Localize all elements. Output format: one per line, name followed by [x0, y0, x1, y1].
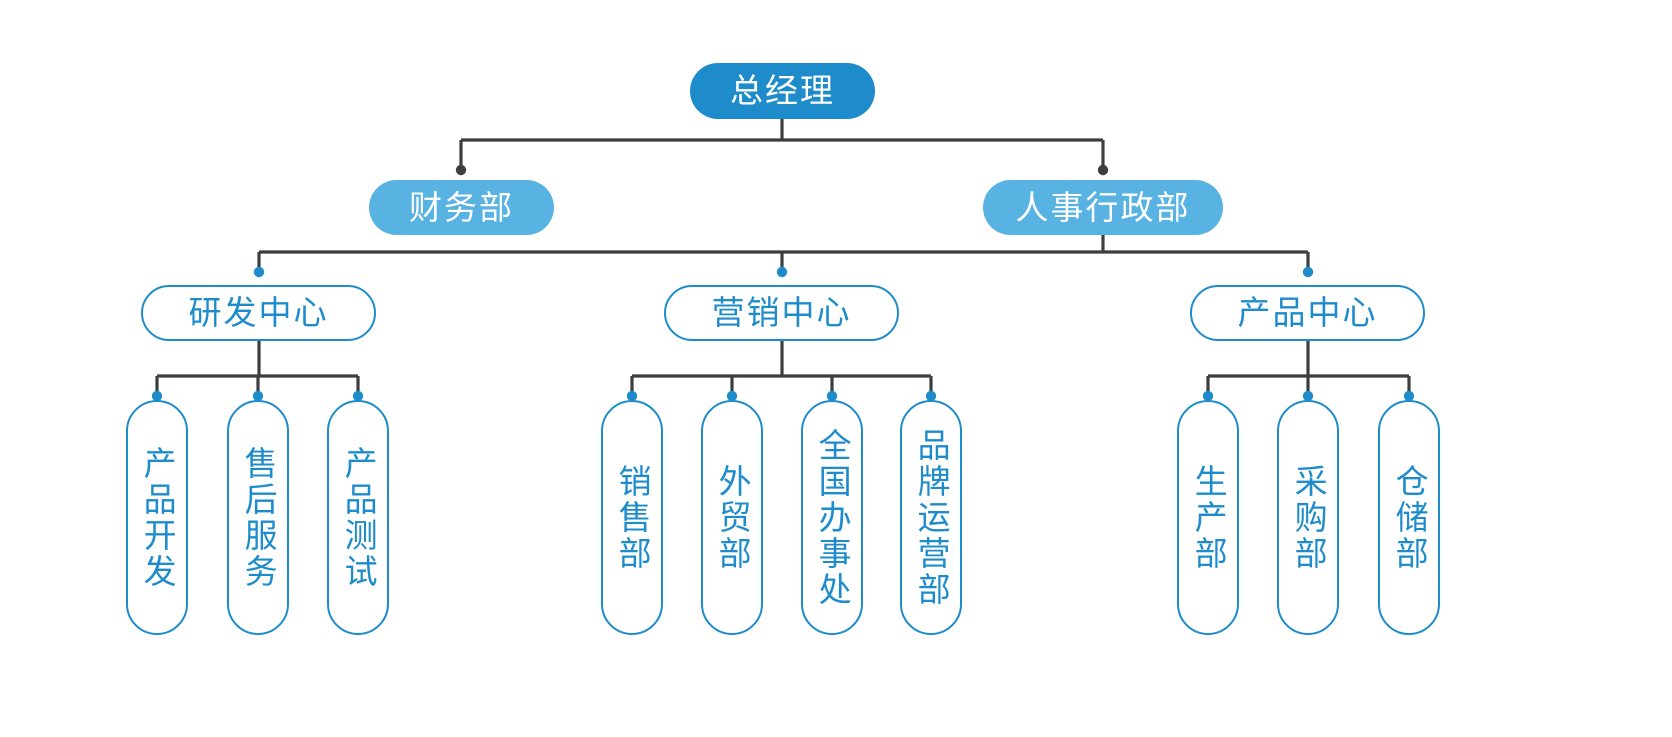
node-label: 产品测试 — [340, 445, 378, 590]
node-label: 采购部 — [1290, 463, 1328, 572]
node-product-testing[interactable]: 产品测试 — [327, 400, 389, 635]
node-foreign-trade-department[interactable]: 外贸部 — [701, 400, 763, 635]
node-after-sales-service[interactable]: 售后服务 — [227, 400, 289, 635]
node-label: 品牌运营部 — [913, 427, 951, 608]
node-warehouse-department[interactable]: 仓储部 — [1378, 400, 1440, 635]
node-brand-operations-department[interactable]: 品牌运营部 — [900, 400, 962, 635]
node-sales-department[interactable]: 销售部 — [601, 400, 663, 635]
node-label: 外贸部 — [714, 463, 752, 572]
node-procurement-department[interactable]: 采购部 — [1277, 400, 1339, 635]
node-label: 售后服务 — [240, 445, 278, 590]
node-root-general-manager[interactable]: 总经理 — [690, 63, 875, 119]
connector-dots-level4 — [151, 390, 1415, 402]
node-label: 销售部 — [614, 463, 652, 572]
node-production-department[interactable]: 生产部 — [1177, 400, 1239, 635]
node-label: 生产部 — [1190, 463, 1228, 572]
node-marketing-center[interactable]: 营销中心 — [664, 285, 899, 341]
node-label: 全国办事处 — [814, 427, 852, 608]
node-label: 产品开发 — [139, 445, 177, 590]
node-finance-department[interactable]: 财务部 — [369, 180, 554, 235]
connector-dots-level3 — [253, 266, 1314, 278]
node-hr-admin-department[interactable]: 人事行政部 — [983, 180, 1223, 235]
node-label: 仓储部 — [1391, 463, 1429, 572]
node-product-center[interactable]: 产品中心 — [1190, 285, 1425, 341]
node-product-development[interactable]: 产品开发 — [126, 400, 188, 635]
connector-dots-level2 — [455, 164, 1109, 176]
node-national-offices[interactable]: 全国办事处 — [801, 400, 863, 635]
node-rd-center[interactable]: 研发中心 — [141, 285, 376, 341]
